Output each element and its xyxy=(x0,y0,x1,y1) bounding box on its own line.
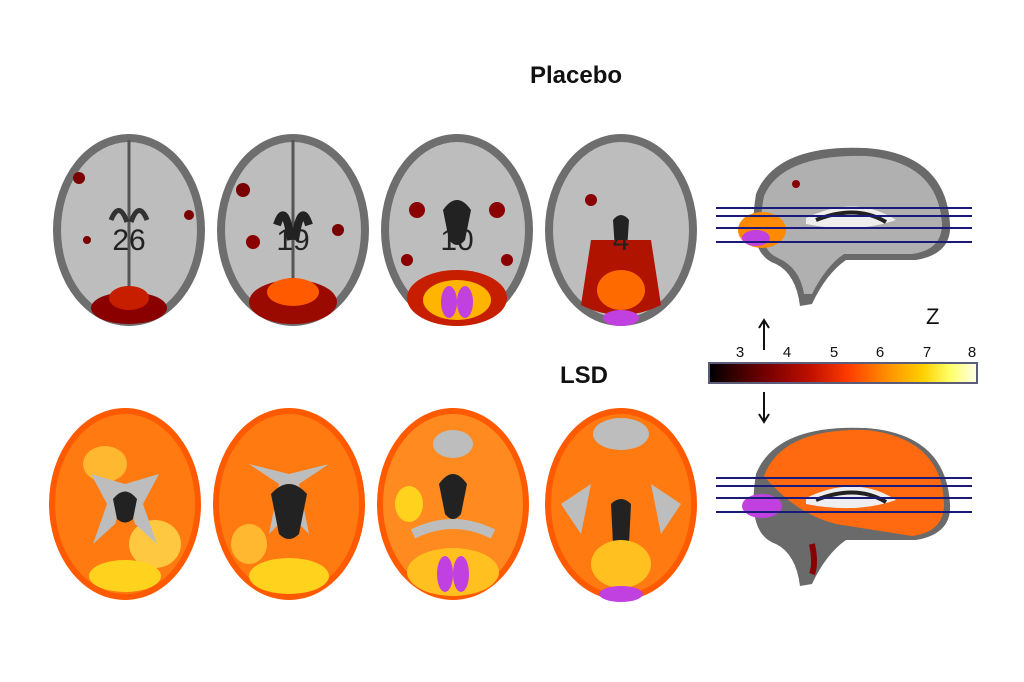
lsd-axial-slice-3 xyxy=(372,404,534,604)
up-arrow-icon xyxy=(758,318,770,350)
lsd-axial-slice-2 xyxy=(208,404,370,604)
colorbar-tick: 3 xyxy=(735,344,745,361)
placebo-axial-slice-1: 26 xyxy=(48,130,210,330)
placebo-sagittal-view xyxy=(716,134,976,314)
placebo-axial-slice-3: 10 xyxy=(376,130,538,330)
lsd-title: LSD xyxy=(560,362,608,389)
lsd-axial-slice-1 xyxy=(44,404,206,604)
colorbar-tick: 4 xyxy=(782,344,792,361)
down-arrow-icon xyxy=(758,392,770,424)
z-axis-label: Z xyxy=(926,304,940,329)
colorbar-tick: 5 xyxy=(829,344,839,361)
z-score-colorbar xyxy=(708,362,978,384)
colorbar-tick: 6 xyxy=(875,344,885,361)
slice-z-label: 26 xyxy=(112,224,146,257)
lsd-sagittal-view xyxy=(716,414,976,594)
placebo-title: Placebo xyxy=(530,62,623,89)
placebo-axial-slice-2: 19 xyxy=(212,130,374,330)
slice-z-label: 10 xyxy=(440,224,474,257)
placebo-axial-slice-4: 4 xyxy=(540,130,702,330)
slice-z-label: 19 xyxy=(276,224,310,257)
slice-z-label: 4 xyxy=(612,224,630,257)
lsd-axial-slice-4 xyxy=(540,404,702,604)
colorbar-tick: 7 xyxy=(922,344,932,361)
colorbar-tick: 8 xyxy=(967,344,977,361)
